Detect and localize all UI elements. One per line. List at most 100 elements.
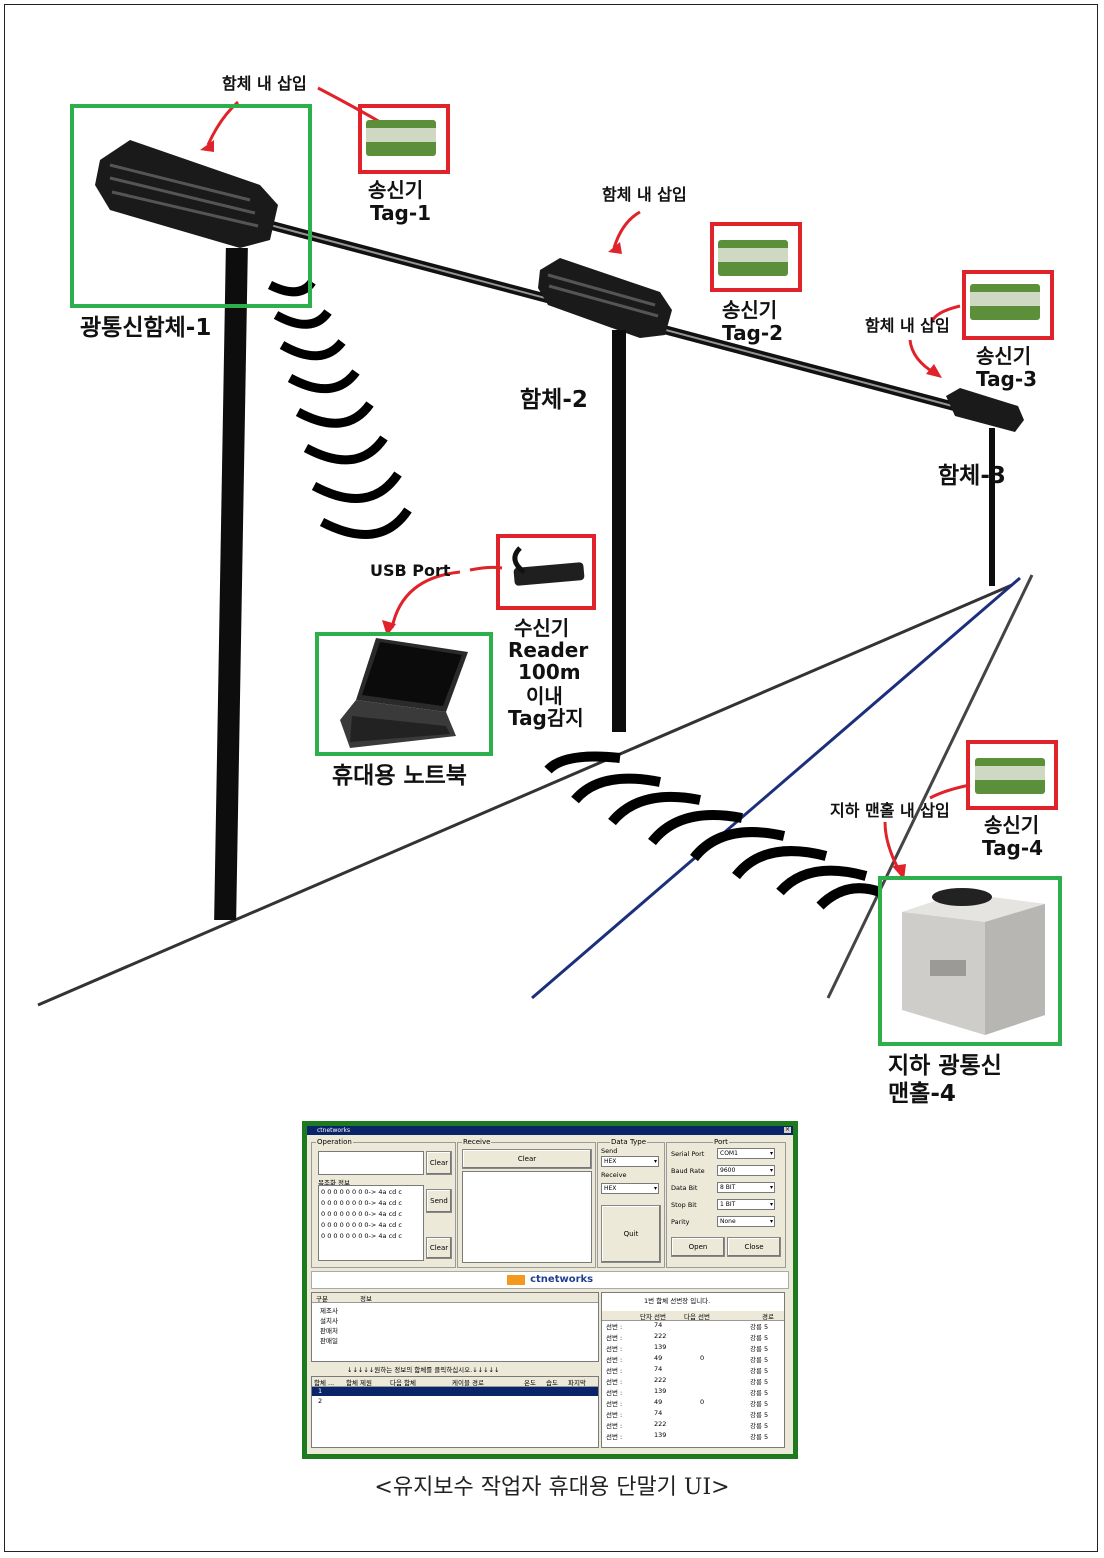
quit-button[interactable]: Quit bbox=[601, 1205, 661, 1263]
open-button[interactable]: Open bbox=[671, 1237, 725, 1257]
table-header: 파지막 bbox=[568, 1379, 586, 1387]
list-item[interactable]: 0 0 0 0 0 0 0 0-> 4a cd c bbox=[321, 1232, 402, 1240]
table-cell: 강릉 5 bbox=[750, 1334, 769, 1342]
page-frame bbox=[4, 4, 1098, 1552]
parity-label: Parity bbox=[671, 1218, 690, 1226]
laptop-frame bbox=[315, 632, 493, 756]
data-bit-select[interactable]: 8 BIT bbox=[717, 1182, 775, 1193]
operation-input[interactable] bbox=[318, 1151, 424, 1175]
enclosure-1-image bbox=[95, 140, 278, 248]
receiver-label-5: Tag감지 bbox=[508, 706, 584, 730]
table-cell: 0 bbox=[700, 1398, 705, 1406]
table-cell: 선번 : bbox=[606, 1378, 623, 1386]
table-cell: 선번 : bbox=[606, 1334, 623, 1342]
laptop-label: 휴대용 노트북 bbox=[332, 763, 467, 789]
tag-4-frame bbox=[966, 740, 1058, 810]
parity-select[interactable]: None bbox=[717, 1216, 775, 1227]
line-table-title: 1번 함체 선번장 입니다. bbox=[644, 1297, 711, 1305]
enclosure-2-image bbox=[538, 258, 672, 338]
receive-textarea[interactable] bbox=[462, 1171, 592, 1263]
table-cell: 강릉 5 bbox=[750, 1433, 769, 1441]
table-cell: 강릉 5 bbox=[750, 1345, 769, 1353]
signal-wave-2 bbox=[544, 751, 882, 910]
table-header: 다음 함체 bbox=[390, 1379, 416, 1387]
table-row[interactable]: 1 bbox=[312, 1387, 598, 1396]
ground-line-left bbox=[37, 583, 1013, 1007]
tag-1-label-b: Tag-1 bbox=[370, 201, 432, 225]
list-item[interactable]: 설치사 bbox=[320, 1317, 338, 1325]
list-item[interactable]: 0 0 0 0 0 0 0 0-> 4a cd c bbox=[321, 1199, 402, 1207]
window-title: ctnetworks bbox=[317, 1127, 351, 1134]
laptop-image bbox=[340, 638, 468, 748]
table-cell: 2 bbox=[318, 1397, 323, 1405]
table-header: 경로 bbox=[762, 1313, 774, 1321]
table-cell: 선번 : bbox=[606, 1422, 623, 1430]
close-button[interactable]: Close bbox=[727, 1237, 781, 1257]
tag-1-frame bbox=[358, 104, 450, 174]
operation-title: Operation bbox=[316, 1138, 353, 1146]
table-cell: 49 bbox=[654, 1354, 663, 1362]
list-item[interactable]: 0 0 0 0 0 0 0 0-> 4a cd c bbox=[321, 1221, 402, 1229]
receiver-label-1: 수신기 bbox=[514, 616, 570, 640]
serial-port-select[interactable]: COM1 bbox=[717, 1148, 775, 1159]
list-item[interactable]: 0 0 0 0 0 0 0 0-> 4a cd c bbox=[321, 1188, 402, 1196]
table-cell: 0 bbox=[700, 1354, 705, 1362]
table-cell: 강릉 5 bbox=[750, 1378, 769, 1386]
tag-2-label-b: Tag-2 bbox=[722, 321, 784, 345]
operation-clear-button[interactable]: Clear bbox=[426, 1151, 452, 1175]
table-header: 다음 선번 bbox=[684, 1313, 710, 1321]
send-type-select[interactable]: HEX bbox=[601, 1156, 659, 1167]
list-item[interactable]: 0 0 0 0 0 0 0 0-> 4a cd c bbox=[321, 1210, 402, 1218]
usb-port-label: USB Port bbox=[370, 561, 451, 580]
table-row[interactable]: 2 bbox=[312, 1397, 598, 1406]
history-clear-button[interactable]: Clear bbox=[426, 1237, 452, 1259]
list-item[interactable]: 판매일 bbox=[320, 1337, 338, 1345]
table-header: 단자 선번 bbox=[640, 1313, 666, 1321]
signal-wave-1 bbox=[267, 279, 412, 539]
send-button[interactable]: Send bbox=[426, 1189, 452, 1213]
table-header: 온도 bbox=[524, 1379, 536, 1387]
table-cell: 49 bbox=[654, 1398, 663, 1406]
table-cell: 선번 : bbox=[606, 1323, 623, 1331]
terminal-ui-window: ctnetworks × Operation Clear 목조화 정보 0 0 … bbox=[302, 1121, 798, 1459]
baud-rate-select[interactable]: 9600 bbox=[717, 1165, 775, 1176]
serial-port-label: Serial Port bbox=[671, 1150, 705, 1158]
stop-bit-select[interactable]: 1 BIT bbox=[717, 1199, 775, 1210]
port-title: Port bbox=[713, 1138, 729, 1146]
logo-bar: ctnetworks bbox=[311, 1271, 789, 1289]
receiver-label-2: Reader bbox=[508, 638, 589, 662]
data-type-group: Data Type Send HEX Receive HEX Quit bbox=[597, 1138, 665, 1268]
table-cell: 222 bbox=[654, 1420, 667, 1428]
list-item[interactable]: 판매처 bbox=[320, 1327, 338, 1335]
insert-label-2: 함체 내 삽입 bbox=[602, 185, 687, 204]
table-cell: 강릉 5 bbox=[750, 1400, 769, 1408]
insert-label-4: 지하 맨홀 내 삽입 bbox=[830, 801, 950, 820]
send-history-list[interactable]: 0 0 0 0 0 0 0 0-> 4a cd c 0 0 0 0 0 0 0 … bbox=[318, 1185, 424, 1261]
enclosure-3-image bbox=[946, 388, 1024, 432]
logo-text: ctnetworks bbox=[530, 1274, 594, 1285]
receive-clear-button[interactable]: Clear bbox=[462, 1149, 592, 1169]
tag-4-label-b: Tag-4 bbox=[982, 836, 1044, 860]
data-bit-label: Data Bit bbox=[671, 1184, 698, 1192]
close-icon[interactable]: × bbox=[784, 1126, 791, 1133]
receiver-label-3: 100m bbox=[518, 660, 581, 684]
tag-3-frame bbox=[962, 270, 1054, 340]
table-cell: 74 bbox=[654, 1365, 663, 1373]
tag-device-images bbox=[366, 120, 1045, 794]
table-cell: 선번 : bbox=[606, 1367, 623, 1375]
table-header: 함체 ... bbox=[314, 1379, 335, 1387]
manhole-frame bbox=[878, 876, 1062, 1046]
list-item[interactable]: 제조사 bbox=[320, 1307, 338, 1315]
receive-type-select[interactable]: HEX bbox=[601, 1183, 659, 1194]
